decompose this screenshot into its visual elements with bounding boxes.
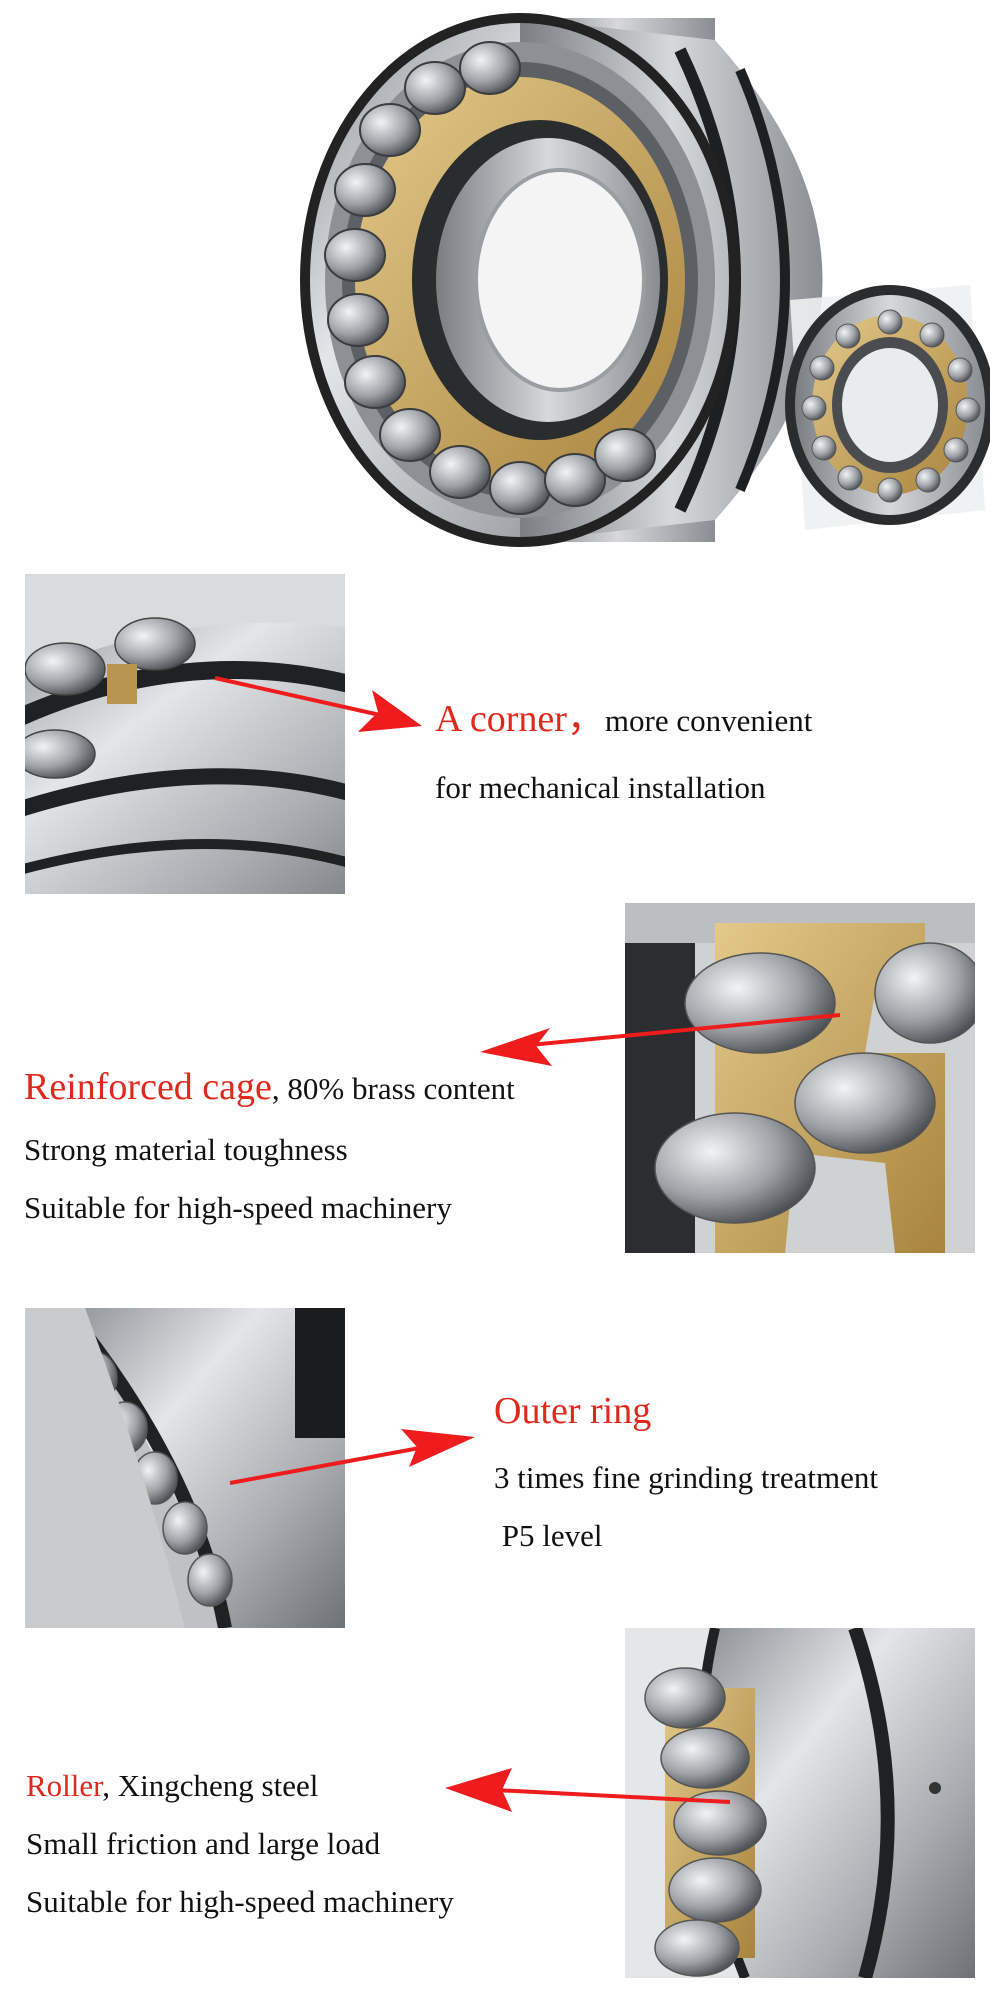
bearing-outer-ring-closeup-photo xyxy=(25,1308,345,1628)
cage-closeup-image xyxy=(625,903,975,1253)
outer-ring-line-2: 3 times fine grinding treatment xyxy=(494,1460,878,1495)
bearing-roller-closeup-photo xyxy=(625,1628,975,1978)
cage-line-1-rest: , 80% brass content xyxy=(271,1071,515,1106)
roller-line-2: Small friction and large load xyxy=(26,1826,381,1861)
corner-highlight-suffix: ， xyxy=(566,698,605,740)
outer-ring-closeup-image xyxy=(25,1308,345,1628)
roller-line-3: Suitable for high-speed machinery xyxy=(26,1884,454,1919)
roller-highlight: Roller xyxy=(26,1768,103,1803)
corner-line-1-rest: more convenient xyxy=(604,703,813,738)
corner-highlight: A corner xyxy=(435,698,567,740)
corner-line-2: for mechanical installation xyxy=(435,770,766,805)
outer-ring-line-1: Outer ring xyxy=(494,1392,651,1430)
bearing-product-photo xyxy=(300,13,990,547)
roller-line-1-rest: , Xingcheng steel xyxy=(102,1768,319,1803)
cage-highlight: Reinforced cage xyxy=(24,1066,272,1108)
corner-closeup-image xyxy=(25,574,345,894)
roller-closeup-image xyxy=(625,1628,975,1978)
bearing-corner-closeup-photo xyxy=(25,574,345,894)
corner-line-1: A corner，more convenient xyxy=(435,700,812,738)
outer-ring-line-3: P5 level xyxy=(494,1518,603,1553)
hero-product-image xyxy=(230,10,990,550)
bearing-cage-closeup-photo xyxy=(625,903,975,1253)
cage-line-3: Suitable for high-speed machinery xyxy=(24,1190,452,1225)
cage-line-1: Reinforced cage, 80% brass content xyxy=(24,1068,515,1106)
outer-ring-highlight: Outer ring xyxy=(494,1390,652,1432)
cage-line-2: Strong material toughness xyxy=(24,1132,348,1167)
roller-line-1: Roller, Xingcheng steel xyxy=(26,1770,318,1801)
